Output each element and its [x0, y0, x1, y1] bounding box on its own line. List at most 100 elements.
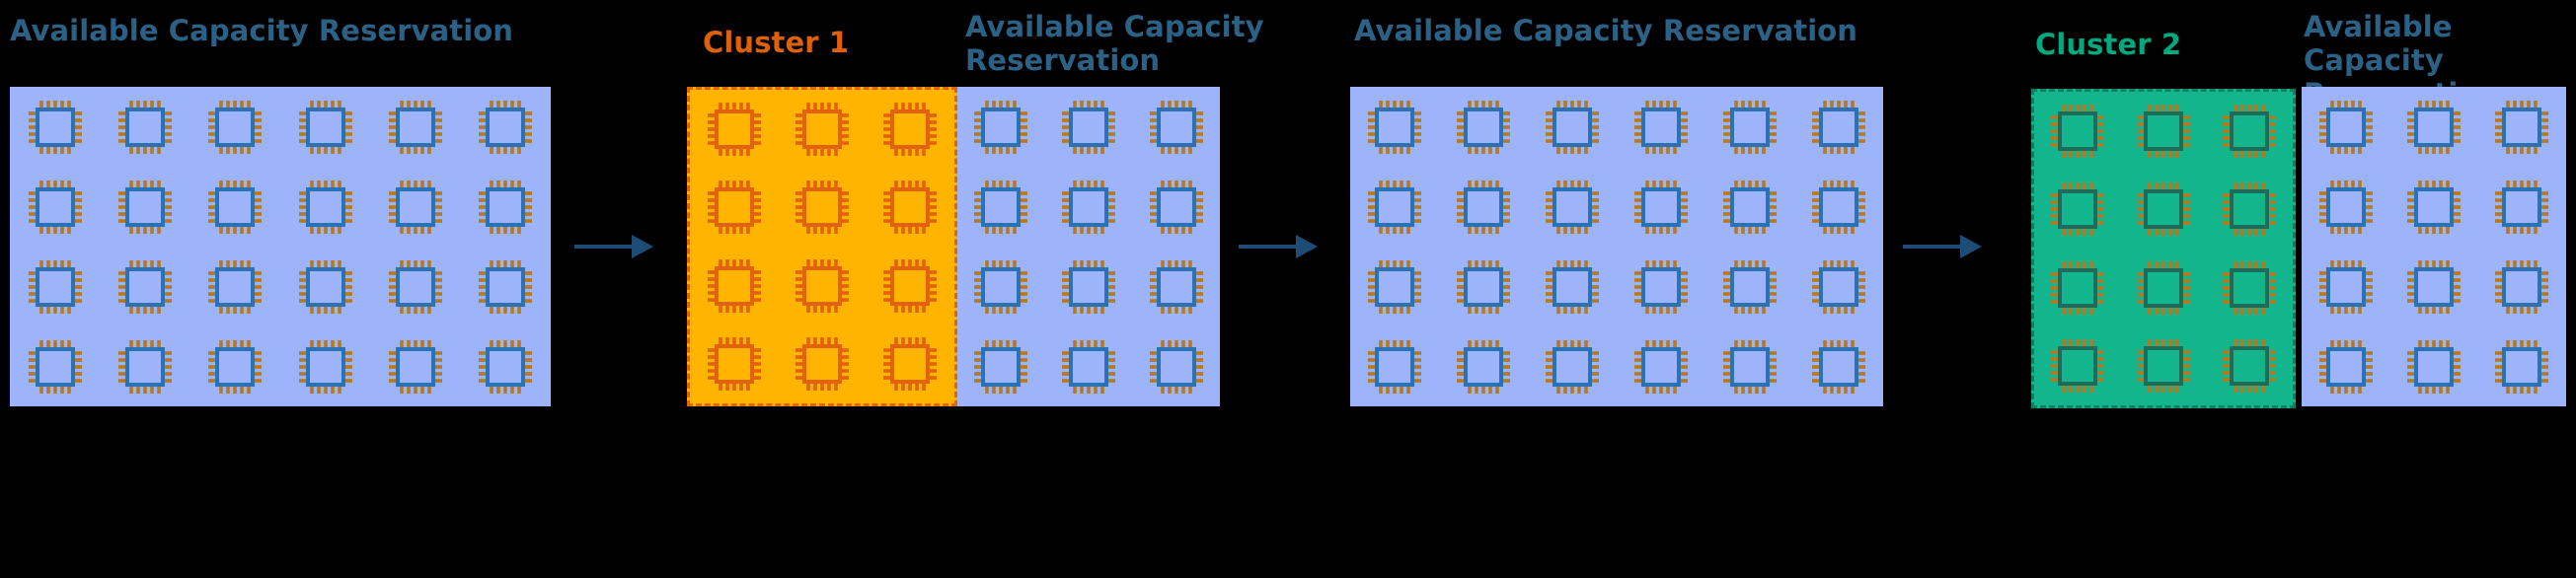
cpu-chip-icon: [1809, 98, 1868, 157]
cpu-chip-icon: [205, 337, 265, 397]
cpu-chip-icon: [476, 98, 535, 157]
cpu-chip-icon: [1147, 337, 1206, 397]
cpu-chip-icon: [705, 256, 764, 316]
cpu-chip-icon: [1059, 98, 1118, 157]
cpu-chip-icon: [1059, 178, 1118, 237]
cpu-chip-icon: [1147, 178, 1206, 237]
cpu-chip-icon: [2404, 178, 2463, 237]
cpu-chip-icon: [2220, 258, 2279, 318]
cpu-chip-icon: [880, 178, 940, 237]
cpu-chip-icon: [1454, 257, 1513, 317]
arrow-right-icon-3: [1903, 235, 1982, 258]
cpu-chip-icon: [2048, 258, 2107, 318]
cpu-chip-icon: [971, 178, 1030, 237]
cpu-chip-icon: [971, 337, 1030, 397]
cpu-chip-icon: [1720, 257, 1780, 317]
cpu-chip-icon: [1365, 178, 1424, 237]
cpu-chip-icon: [296, 257, 355, 317]
cpu-chip-icon: [880, 100, 940, 159]
cpu-chip-icon: [793, 334, 852, 394]
cpu-chip-icon: [1631, 98, 1691, 157]
cpu-chip-icon: [115, 257, 175, 317]
cpu-chip-icon: [1631, 257, 1691, 317]
panel-available-capacity-reservation-3: [1350, 87, 1883, 406]
cpu-chip-icon: [2492, 98, 2551, 157]
cpu-chip-icon: [1543, 257, 1602, 317]
cpu-chip-icon: [1454, 98, 1513, 157]
cpu-chip-icon: [1454, 178, 1513, 237]
cpu-chip-icon: [1631, 337, 1691, 397]
cpu-chip-icon: [1809, 337, 1868, 397]
cpu-chip-icon: [2134, 102, 2193, 161]
cpu-chip-icon: [2316, 257, 2376, 317]
cpu-chip-icon: [1059, 257, 1118, 317]
cpu-chip-icon: [793, 100, 852, 159]
cpu-chip-icon: [386, 337, 445, 397]
cpu-chip-icon: [26, 257, 85, 317]
cpu-chip-icon: [386, 178, 445, 237]
cpu-chip-icon: [1365, 98, 1424, 157]
cpu-chip-icon: [476, 257, 535, 317]
panel-cluster-2: [2031, 89, 2296, 408]
cpu-chip-icon: [2316, 178, 2376, 237]
cpu-chip-icon: [296, 178, 355, 237]
cpu-chip-icon: [386, 98, 445, 157]
cpu-chip-icon: [2134, 258, 2193, 318]
cpu-chip-icon: [2048, 102, 2107, 161]
heading-available-capacity-reservation-2: Available Capacity Reservation: [965, 10, 1264, 78]
cpu-chip-icon: [2220, 336, 2279, 396]
cpu-chip-icon: [1365, 257, 1424, 317]
cpu-chip-icon: [115, 178, 175, 237]
cpu-chip-icon: [386, 257, 445, 317]
heading-cluster-2: Cluster 2: [2035, 28, 2182, 61]
arrow-right-icon-2: [1239, 235, 1318, 258]
heading-available-capacity-reservation-1: Available Capacity Reservation: [10, 14, 514, 47]
panel-available-capacity-reservation-2: [957, 87, 1220, 406]
cpu-chip-icon: [971, 257, 1030, 317]
cpu-chip-icon: [2134, 336, 2193, 396]
cpu-chip-icon: [2492, 337, 2551, 397]
cpu-chip-icon: [1543, 98, 1602, 157]
panel-available-capacity-reservation-1: [10, 87, 551, 406]
cpu-chip-icon: [971, 98, 1030, 157]
cpu-chip-icon: [880, 256, 940, 316]
cpu-chip-icon: [205, 257, 265, 317]
cpu-chip-icon: [26, 98, 85, 157]
cpu-chip-icon: [705, 334, 764, 394]
cpu-chip-icon: [880, 334, 940, 394]
heading-available-capacity-reservation-3: Available Capacity Reservation: [1354, 14, 1858, 47]
cpu-chip-icon: [705, 100, 764, 159]
cpu-chip-icon: [2134, 180, 2193, 239]
cpu-chip-icon: [2492, 178, 2551, 237]
cpu-chip-icon: [26, 337, 85, 397]
arrow-right-icon-1: [574, 235, 653, 258]
cpu-chip-icon: [2316, 337, 2376, 397]
cpu-chip-icon: [2048, 180, 2107, 239]
cpu-chip-icon: [2492, 257, 2551, 317]
cpu-chip-icon: [2404, 98, 2463, 157]
cpu-chip-icon: [296, 337, 355, 397]
cpu-chip-icon: [26, 178, 85, 237]
panel-available-capacity-reservation-4: [2302, 87, 2566, 406]
cpu-chip-icon: [2404, 257, 2463, 317]
cpu-chip-icon: [1543, 337, 1602, 397]
panel-cluster-1: [687, 87, 957, 406]
cpu-chip-icon: [476, 337, 535, 397]
cpu-chip-icon: [1809, 257, 1868, 317]
cpu-chip-icon: [1809, 178, 1868, 237]
cpu-chip-icon: [1059, 337, 1118, 397]
cpu-chip-icon: [705, 178, 764, 237]
cpu-chip-icon: [1147, 257, 1206, 317]
cpu-chip-icon: [1631, 178, 1691, 237]
cpu-chip-icon: [793, 178, 852, 237]
cpu-chip-icon: [115, 337, 175, 397]
cpu-chip-icon: [1454, 337, 1513, 397]
heading-cluster-1: Cluster 1: [703, 26, 850, 59]
cpu-chip-icon: [1365, 337, 1424, 397]
cpu-chip-icon: [1720, 98, 1780, 157]
cpu-chip-icon: [476, 178, 535, 237]
cpu-chip-icon: [2404, 337, 2463, 397]
cpu-chip-icon: [296, 98, 355, 157]
cpu-chip-icon: [1720, 337, 1780, 397]
